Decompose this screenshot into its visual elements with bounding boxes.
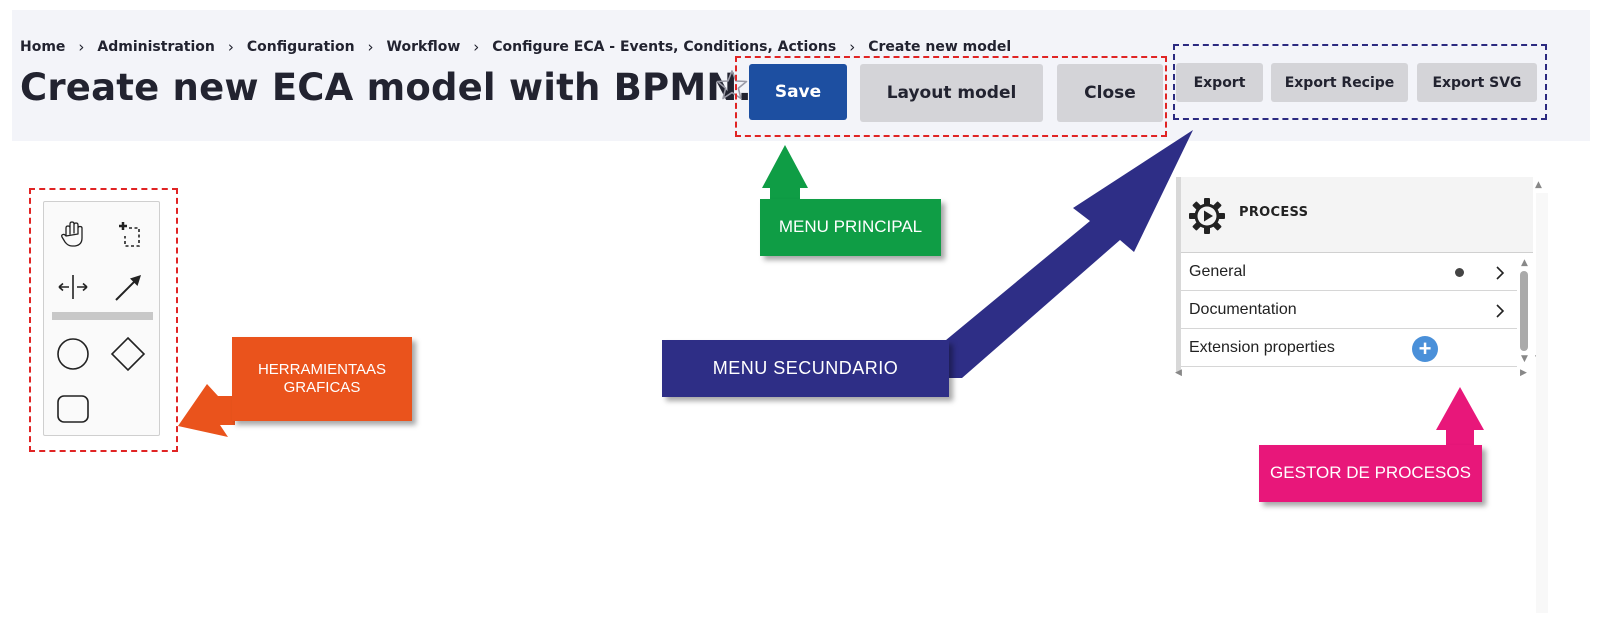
breadcrumb-separator: › (473, 38, 480, 56)
breadcrumb-separator: › (78, 38, 85, 56)
connect-tool-icon[interactable] (108, 267, 148, 307)
properties-group-extension-properties[interactable]: Extension properties + (1181, 329, 1517, 367)
create-gateway-icon[interactable] (108, 334, 148, 374)
page-vertical-scrollbar[interactable] (1536, 193, 1548, 613)
breadcrumb: Home › Administration › Configuration › … (20, 38, 1011, 56)
arrow-up-icon (762, 145, 808, 205)
create-task-icon[interactable] (53, 389, 93, 429)
lasso-tool-icon[interactable] (108, 214, 148, 254)
group-label: Documentation (1189, 301, 1297, 318)
palette-separator (52, 312, 153, 320)
has-entries-dot-icon (1455, 268, 1464, 277)
annotation-menu-secundario: MENU SECUNDARIO (662, 340, 949, 397)
process-gear-icon (1188, 197, 1226, 235)
palette-highlight (29, 188, 178, 452)
chevron-right-icon (1495, 304, 1505, 318)
annotation-herramientas-graficas: HERRAMIENTAAS GRAFICAS (232, 337, 412, 421)
arrow-down-left-icon (178, 384, 235, 437)
star-outline-icon[interactable] (715, 68, 749, 102)
breadcrumb-separator: › (227, 38, 234, 56)
group-label: General (1189, 263, 1246, 280)
main-menu-highlight (735, 56, 1167, 137)
annotation-menu-principal: MENU PRINCIPAL (760, 199, 941, 256)
arrow-up-icon (1436, 387, 1484, 450)
save-button[interactable]: Save (749, 64, 847, 120)
layout-model-button[interactable]: Layout model (860, 64, 1043, 122)
add-extension-property-button[interactable]: + (1412, 336, 1438, 362)
annotation-text: MENU SECUNDARIO (712, 357, 899, 378)
breadcrumb-workflow[interactable]: Workflow (386, 39, 461, 55)
scroll-up-icon[interactable]: ▲ (1535, 180, 1542, 190)
annotation-text: GESTOR DE PROCESOS (1270, 463, 1471, 483)
breadcrumb-separator: › (367, 38, 374, 56)
export-button[interactable]: Export (1176, 63, 1263, 102)
breadcrumb-configure-eca[interactable]: Configure ECA - Events, Conditions, Acti… (492, 39, 837, 55)
properties-group-general[interactable]: General (1181, 253, 1517, 291)
scroll-down-icon[interactable]: ▼ (1521, 354, 1528, 364)
export-recipe-button[interactable]: Export Recipe (1271, 63, 1408, 102)
secondary-menu-highlight (1173, 44, 1547, 120)
annotation-text: MENU PRINCIPAL (778, 217, 923, 237)
breadcrumb-separator: › (849, 38, 856, 56)
scroll-right-icon[interactable]: ▶ (1520, 368, 1527, 378)
properties-panel-title: PROCESS (1239, 205, 1309, 220)
properties-group-documentation[interactable]: Documentation (1181, 291, 1517, 329)
arrow-up-right-icon (940, 130, 1193, 378)
annotation-text: HERRAMIENTAAS (257, 361, 387, 378)
tool-palette (43, 201, 160, 436)
export-svg-button[interactable]: Export SVG (1417, 63, 1537, 102)
annotation-gestor-de-procesos: GESTOR DE PROCESOS (1259, 445, 1482, 502)
breadcrumb-configuration[interactable]: Configuration (246, 39, 355, 55)
group-label: Extension properties (1189, 339, 1335, 356)
properties-vertical-scrollbar[interactable] (1520, 271, 1528, 351)
create-event-icon[interactable] (53, 334, 93, 374)
properties-panel-header: PROCESS (1181, 177, 1533, 253)
breadcrumb-current: Create new model (868, 39, 1012, 55)
annotation-text: GRAFICAS (283, 379, 361, 396)
scroll-left-icon[interactable]: ◀ (1175, 368, 1182, 378)
hand-tool-icon[interactable] (53, 214, 93, 254)
close-button[interactable]: Close (1057, 64, 1163, 122)
space-tool-icon[interactable] (53, 267, 93, 307)
chevron-right-icon (1495, 266, 1505, 280)
scroll-up-icon[interactable]: ▲ (1521, 258, 1528, 268)
page-title: Create new ECA model with BPMN.io (20, 66, 791, 109)
breadcrumb-administration[interactable]: Administration (97, 39, 215, 55)
breadcrumb-home[interactable]: Home (20, 39, 66, 55)
